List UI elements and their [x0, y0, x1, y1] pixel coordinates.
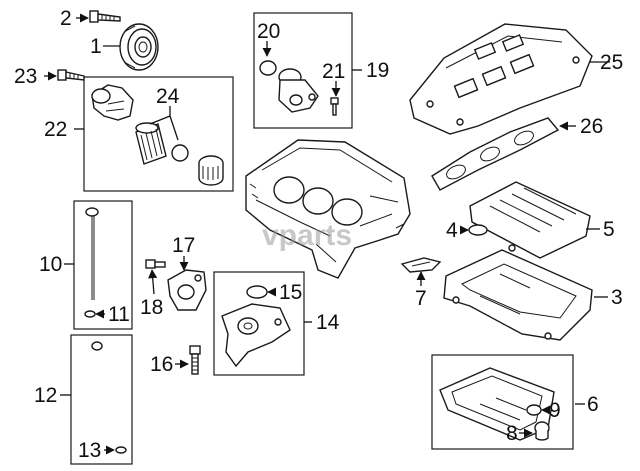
callout-20: 20 [257, 20, 280, 43]
group-box-oil-pump [213, 271, 305, 376]
tube-o-ring [115, 446, 127, 454]
watermark: vparts [262, 219, 352, 252]
oil-filter-cap [198, 155, 224, 186]
callout-6: 6 [587, 393, 599, 416]
oil-dipstick [85, 207, 99, 300]
callout-21: 21 [322, 60, 345, 83]
callout-12: 12 [34, 384, 57, 407]
callout-7: 7 [415, 287, 427, 310]
oil-pan-lower [439, 367, 555, 441]
bolt-18 [145, 259, 166, 269]
leader-lines [44, 13, 610, 455]
callout-16: 16 [150, 353, 173, 376]
callout-14: 14 [316, 311, 340, 334]
group-box-oil-pan [431, 354, 574, 450]
oil-pan-upper [443, 249, 593, 341]
oil-filter-o-ring [171, 144, 189, 162]
oil-filter-element [135, 122, 167, 165]
callout-1: 1 [90, 35, 102, 58]
oil-filter-adapter [278, 68, 319, 113]
callouts: 1 2 3 4 5 6 7 8 9 10 11 12 13 14 15 16 1… [14, 7, 623, 462]
callout-8: 8 [506, 422, 518, 445]
group-box-dipstick [73, 200, 133, 330]
callout-13: 13 [78, 439, 101, 462]
oil-baffle [469, 181, 591, 259]
callout-17: 17 [172, 234, 195, 257]
adapter-bolt [330, 97, 339, 116]
callout-18: 18 [140, 296, 163, 319]
callout-24: 24 [156, 85, 180, 108]
pulley-bolt [89, 10, 121, 23]
intake-manifold [409, 23, 593, 135]
callout-5: 5 [603, 218, 615, 241]
callout-19: 19 [366, 59, 389, 82]
bolt-16 [189, 345, 201, 375]
callout-10: 10 [39, 253, 62, 276]
callout-11: 11 [108, 303, 130, 326]
o-ring-4 [468, 224, 488, 236]
callout-15: 15 [279, 281, 302, 304]
dipstick-o-ring [84, 310, 96, 318]
callout-22: 22 [44, 118, 67, 141]
oil-pump-seal [246, 285, 268, 299]
crankshaft-pulley [119, 23, 159, 71]
callout-23: 23 [14, 65, 37, 88]
callout-3: 3 [611, 286, 623, 309]
adapter-o-ring [259, 60, 277, 76]
group-box-oil-filter [83, 76, 234, 192]
bracket-7 [400, 257, 442, 273]
dipstick-tube [91, 341, 119, 447]
bracket-17 [167, 269, 207, 311]
group-box-dipstick-tube [70, 334, 133, 465]
intake-gasket [431, 117, 560, 191]
callout-26: 26 [580, 115, 603, 138]
engine-block [245, 139, 411, 279]
callout-25: 25 [600, 51, 623, 74]
bolt-23 [57, 69, 85, 81]
oil-filter-housing [91, 84, 134, 121]
oil-pump [221, 303, 291, 368]
drain-plug [534, 421, 550, 441]
drain-plug-gasket [526, 404, 542, 416]
callout-4: 4 [446, 219, 458, 242]
callout-9: 9 [549, 399, 561, 422]
callout-2: 2 [60, 7, 72, 30]
